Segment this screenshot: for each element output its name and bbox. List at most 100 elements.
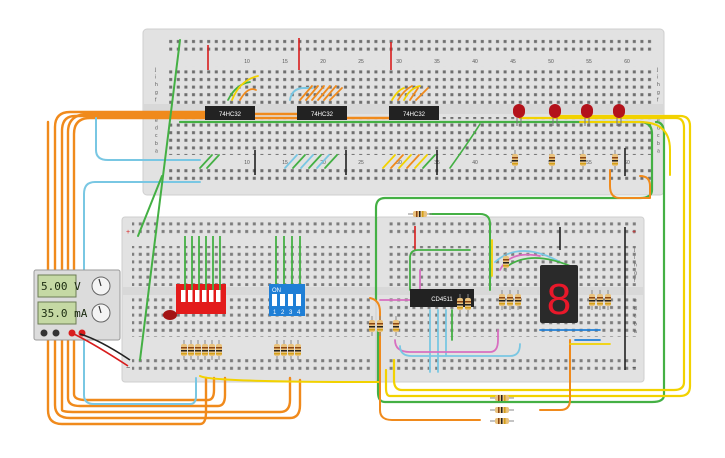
wire-yellow[interactable]: [392, 116, 686, 392]
power-supply[interactable]: 5.00 V 35.0 mA: [33, 269, 121, 341]
wire-light-blue[interactable]: [83, 181, 201, 405]
wire-green[interactable]: [429, 213, 491, 291]
wire-green[interactable]: [139, 39, 181, 361]
row-letter: b: [634, 321, 637, 327]
dip-blue-wires[interactable]: [275, 236, 301, 290]
dip-switch-blue[interactable]: ON 1 2 3 4: [269, 284, 305, 316]
wire-yellow[interactable]: [384, 114, 692, 398]
led[interactable]: [581, 104, 593, 126]
wire-harness[interactable]: [46, 39, 692, 426]
dip-toggle[interactable]: [195, 290, 200, 302]
resistor[interactable]: [503, 252, 509, 272]
led[interactable]: [613, 104, 625, 126]
row-letter: g: [634, 270, 637, 276]
wire-yellow[interactable]: [579, 121, 671, 176]
resistor[interactable]: [512, 150, 518, 170]
resistor[interactable]: [377, 316, 383, 336]
column-number: 55: [586, 160, 592, 166]
resistor[interactable]: [195, 340, 201, 360]
wire-orange[interactable]: [46, 120, 208, 426]
resistor[interactable]: [597, 290, 603, 310]
wire-orange[interactable]: [539, 339, 571, 411]
row-letter: h: [155, 82, 158, 88]
terminal-positive-icon[interactable]: [68, 329, 76, 337]
dip-toggle[interactable]: [272, 294, 277, 306]
resistor[interactable]: [216, 340, 222, 360]
terminal-negative-icon[interactable]: [52, 329, 60, 337]
resistor[interactable]: [490, 395, 514, 401]
resistor[interactable]: [393, 316, 399, 336]
column-number: 50: [548, 59, 554, 65]
wire-black[interactable]: [79, 333, 131, 361]
switch-lever[interactable]: [163, 310, 177, 320]
wire-orange[interactable]: [60, 114, 292, 414]
row-letter: j: [154, 67, 156, 73]
dip-toggle[interactable]: [288, 294, 293, 306]
wire-orange[interactable]: [53, 110, 302, 420]
resistor[interactable]: [612, 150, 618, 170]
resistor[interactable]: [499, 290, 505, 310]
chip-74hc32-3[interactable]: 74HC32: [389, 106, 439, 120]
row-letter: j: [633, 247, 635, 253]
resistor[interactable]: [507, 290, 513, 310]
resistor[interactable]: [408, 211, 432, 217]
resistor[interactable]: [589, 290, 595, 310]
led[interactable]: [513, 104, 525, 126]
resistor[interactable]: [181, 340, 187, 360]
rail-plus-label: +: [126, 229, 130, 236]
dip-toggle[interactable]: [216, 290, 221, 302]
resistor[interactable]: [209, 340, 215, 360]
wire-yellow[interactable]: [199, 375, 381, 383]
column-number: 45: [510, 59, 516, 65]
wire-orange[interactable]: [369, 297, 481, 421]
resistor[interactable]: [295, 340, 301, 360]
led[interactable]: [549, 104, 561, 126]
chip-cd4511[interactable]: CD4511: [410, 289, 474, 307]
wire-light-blue[interactable]: [95, 117, 201, 161]
chip-74hc32-1[interactable]: 74HC32: [205, 106, 255, 120]
wire-red[interactable]: [73, 333, 129, 367]
resistor[interactable]: [490, 407, 514, 413]
resistor[interactable]: [281, 340, 287, 360]
breadboard-lower-left[interactable]: + −: [121, 216, 378, 383]
resistor[interactable]: [274, 340, 280, 360]
chip-74hc32-2[interactable]: 74HC32: [297, 106, 347, 120]
dip-toggle[interactable]: [280, 294, 285, 306]
wire-light-blue[interactable]: [289, 87, 313, 101]
wire-orange[interactable]: [72, 116, 414, 402]
wire-green[interactable]: [137, 175, 163, 237]
resistor[interactable]: [490, 418, 514, 424]
resistor[interactable]: [515, 290, 521, 310]
dip-toggle[interactable]: [209, 290, 214, 302]
resistor[interactable]: [202, 340, 208, 360]
wire-orange[interactable]: [66, 112, 322, 408]
resistor[interactable]: [580, 150, 586, 170]
top-resistors[interactable]: [512, 150, 618, 170]
dip-red-wires[interactable]: [184, 236, 221, 290]
dip-switch-red[interactable]: [163, 284, 226, 320]
resistor[interactable]: [288, 340, 294, 360]
column-number: 35: [434, 59, 440, 65]
row-letter: i: [155, 75, 156, 81]
dip-toggle[interactable]: [188, 290, 193, 302]
dip-toggle[interactable]: [296, 294, 301, 306]
resistor[interactable]: [549, 150, 555, 170]
dip-toggle[interactable]: [181, 290, 186, 302]
resistor[interactable]: [188, 340, 194, 360]
wire-orange[interactable]: [609, 169, 651, 199]
lower-resistors[interactable]: [181, 340, 301, 360]
resistor[interactable]: [369, 316, 375, 336]
resistor[interactable]: [465, 294, 471, 314]
resistor[interactable]: [457, 294, 463, 314]
top-ic-wires[interactable]: [199, 75, 481, 169]
resistor[interactable]: [605, 290, 611, 310]
decoder-resistors[interactable]: [369, 211, 611, 424]
led-row[interactable]: [513, 104, 625, 126]
decoder-wires[interactable]: [379, 239, 611, 373]
column-number: 30: [396, 59, 402, 65]
seven-segment-display[interactable]: 8: [540, 265, 578, 324]
dip-toggle[interactable]: [202, 290, 207, 302]
